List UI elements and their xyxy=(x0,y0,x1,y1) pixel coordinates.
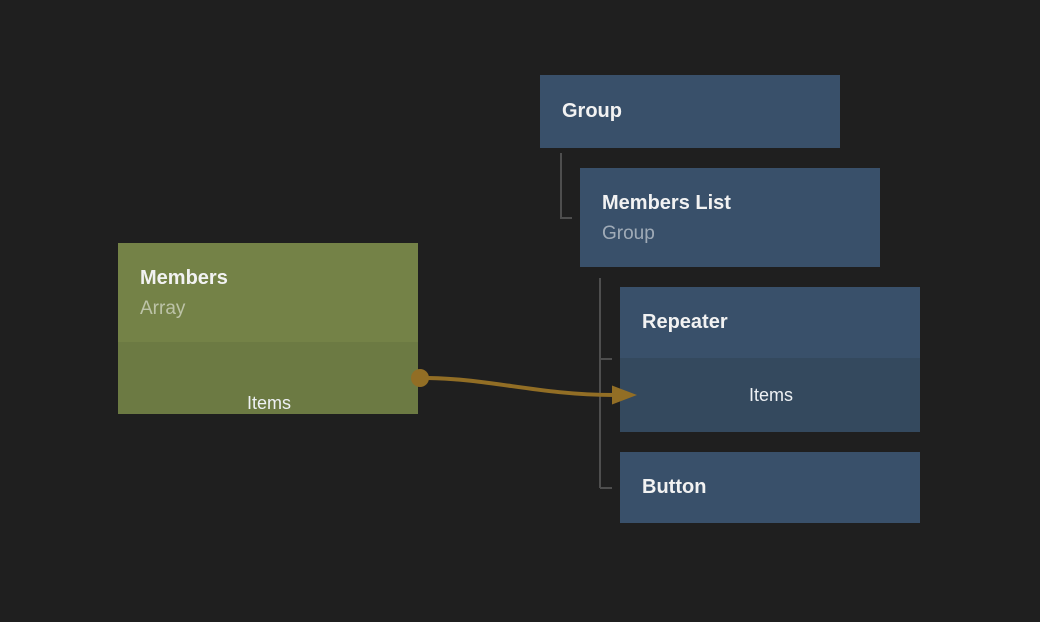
node-button-title: Button xyxy=(642,476,707,498)
port-items-label: Items xyxy=(748,384,793,405)
node-group[interactable]: Group xyxy=(540,75,840,148)
node-repeater-port-items[interactable]: Items xyxy=(620,358,920,432)
node-members-subtitle: Array xyxy=(140,297,186,319)
port-items-label: Items xyxy=(246,393,291,413)
connection-wire[interactable] xyxy=(427,376,615,397)
connector-members-list-to-children xyxy=(599,278,612,489)
node-members-title: Members xyxy=(140,266,228,289)
node-members[interactable]: Members Array Items xyxy=(118,243,418,414)
connector-group-to-members-list xyxy=(560,153,572,219)
node-repeater-title: Repeater xyxy=(642,311,728,333)
node-members-list-title: Members List xyxy=(602,191,731,214)
node-members-list-subtitle: Group xyxy=(602,222,655,244)
connection-members-items-to-repeater-items[interactable] xyxy=(411,369,637,405)
node-members-port-items[interactable]: Items xyxy=(118,342,418,414)
node-group-title: Group xyxy=(562,100,622,122)
node-repeater[interactable]: Repeater Items xyxy=(620,287,920,432)
node-members-list[interactable]: Members List Group xyxy=(580,168,880,267)
node-button[interactable]: Button xyxy=(620,452,920,523)
